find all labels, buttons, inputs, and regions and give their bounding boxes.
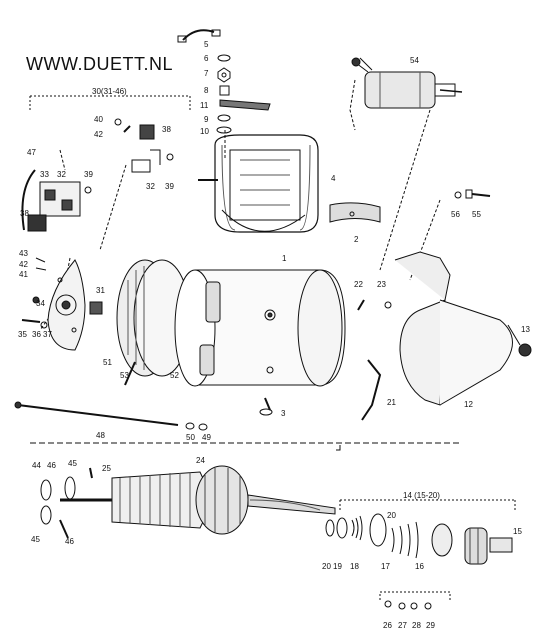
- part-label-43: 43: [19, 249, 28, 258]
- part-label-49: 49: [202, 433, 211, 442]
- part-label-53: 53: [120, 371, 129, 380]
- part-label-52: 52: [170, 371, 179, 380]
- part-label-9: 9: [204, 115, 209, 124]
- part-label-39b: 39: [84, 170, 93, 179]
- part-label-27: 27: [398, 621, 407, 630]
- part-label-47: 47: [27, 148, 36, 157]
- pole-shoe: [329, 202, 381, 223]
- part-label-50: 50: [186, 433, 195, 442]
- part-label-45b: 45: [31, 535, 40, 544]
- brush-holder-parts: [114, 118, 174, 173]
- part-label-32b: 32: [57, 170, 66, 179]
- part-label-36: 36: [32, 330, 41, 339]
- part-label-38a: 38: [162, 125, 171, 134]
- part-label-35: 35: [18, 330, 27, 339]
- part-label-13: 13: [521, 325, 530, 334]
- commutator-end-plate: [21, 257, 103, 351]
- part-label-46a: 46: [47, 461, 56, 470]
- part-label-42a: 42: [94, 130, 103, 139]
- part-label-19: 19: [333, 562, 342, 571]
- part-label-11: 11: [200, 101, 209, 110]
- part-label-54: 54: [410, 56, 419, 65]
- part-label-4: 4: [331, 174, 336, 183]
- part-label-7: 7: [204, 69, 209, 78]
- terminal-hardware-stack: [177, 29, 271, 134]
- armature: [60, 465, 336, 535]
- shift-lever: [357, 299, 392, 421]
- part-label-37: 37: [43, 330, 52, 339]
- part-label-32a: 32: [146, 182, 155, 191]
- solenoid: [351, 57, 463, 109]
- yoke-housing: [174, 269, 346, 416]
- armature-end-hardware: [40, 467, 93, 539]
- part-label-20a: 20: [387, 511, 396, 520]
- part-label-56: 56: [451, 210, 460, 219]
- part-label-22: 22: [354, 280, 363, 289]
- part-label-8: 8: [204, 86, 209, 95]
- brush-plate-assembly: [21, 169, 92, 232]
- part-label-29: 29: [426, 621, 435, 630]
- part-label-12: 12: [464, 400, 473, 409]
- part-label-1: 1: [282, 254, 287, 263]
- website-watermark: WWW.DUETT.NL: [26, 54, 173, 74]
- part-label-21: 21: [387, 398, 396, 407]
- part-label-26: 26: [383, 621, 392, 630]
- part-label-16: 16: [415, 562, 424, 571]
- part-label-15: 15: [513, 527, 522, 536]
- part-label-25: 25: [102, 464, 111, 473]
- part-label-34: 34: [36, 299, 45, 308]
- group-label-pinion-kit: 14 (15-20): [403, 491, 440, 500]
- pinion-assembly: [325, 513, 513, 610]
- part-label-23: 23: [377, 280, 386, 289]
- drive-end-frame: [394, 251, 532, 406]
- part-label-55: 55: [472, 210, 481, 219]
- part-label-38b: 38: [20, 209, 29, 218]
- part-label-42b: 42: [19, 260, 28, 269]
- part-label-44: 44: [32, 461, 41, 470]
- part-label-18: 18: [350, 562, 359, 571]
- part-label-33: 33: [40, 170, 49, 179]
- group-label-brush-kit: 30(31-46): [92, 87, 127, 96]
- part-label-46b: 46: [65, 537, 74, 546]
- part-label-3: 3: [281, 409, 286, 418]
- part-label-2: 2: [354, 235, 359, 244]
- part-label-31: 31: [96, 286, 105, 295]
- part-label-51: 51: [103, 358, 112, 367]
- part-label-5: 5: [204, 40, 209, 49]
- solenoid-screws: [454, 189, 491, 199]
- part-label-24: 24: [196, 456, 205, 465]
- part-label-20b: 20: [322, 562, 331, 571]
- part-label-39a: 39: [165, 182, 174, 191]
- through-bolt: [14, 401, 208, 431]
- part-label-40: 40: [94, 115, 103, 124]
- part-label-28: 28: [412, 621, 421, 630]
- part-label-6: 6: [204, 54, 209, 63]
- part-label-17: 17: [381, 562, 390, 571]
- part-label-41: 41: [19, 270, 28, 279]
- field-coil: [198, 134, 319, 233]
- part-label-45a: 45: [68, 459, 77, 468]
- part-label-10: 10: [200, 127, 209, 136]
- part-label-48: 48: [96, 431, 105, 440]
